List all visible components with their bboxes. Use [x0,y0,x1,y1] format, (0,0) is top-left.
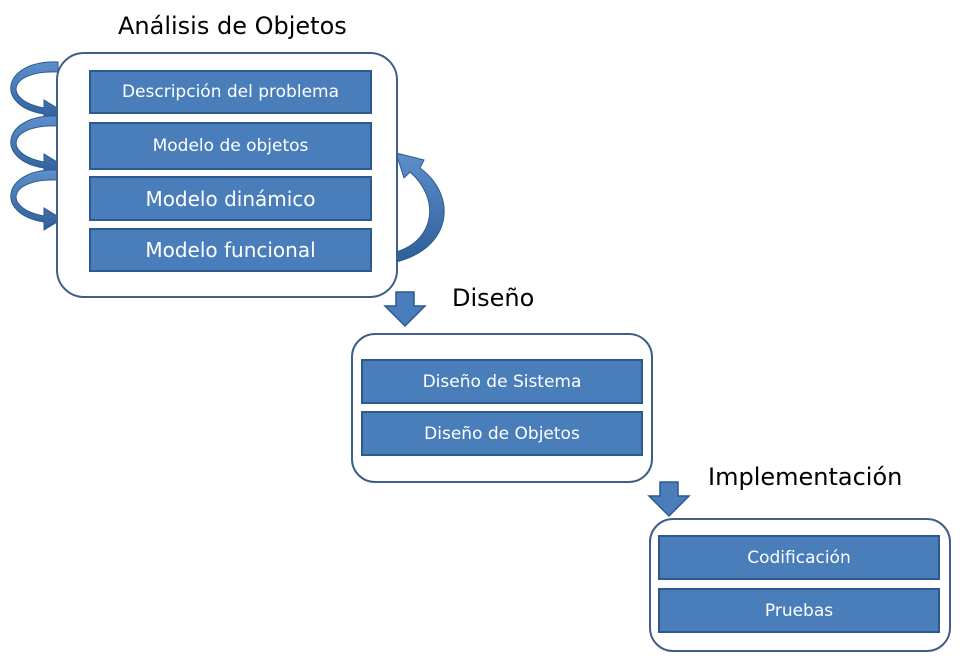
stage-title-analisis: Análisis de Objetos [118,12,347,40]
down-arrow-to-diseno [383,291,427,328]
loop-arrow-left-2 [10,115,63,177]
stage-title-implementacion: Implementación [708,463,903,491]
box-modelo-funcional: Modelo funcional [89,228,372,272]
loop-arrow-left-3 [10,169,63,231]
box-modelo-objetos: Modelo de objetos [89,122,372,170]
box-codificacion: Codificación [658,535,940,580]
stage-title-diseno: Diseño [452,284,535,312]
box-diseno-objetos: Diseño de Objetos [361,411,643,456]
box-pruebas: Pruebas [658,588,940,633]
down-arrow-to-implementacion [647,481,691,518]
panel-diseno [351,333,653,483]
box-diseno-sistema: Diseño de Sistema [361,359,643,404]
loop-arrow-left-1 [10,61,63,123]
feedback-arrow-right [395,152,445,263]
box-descripcion-problema: Descripción del problema [89,70,372,114]
box-modelo-dinamico: Modelo dinámico [89,176,372,221]
